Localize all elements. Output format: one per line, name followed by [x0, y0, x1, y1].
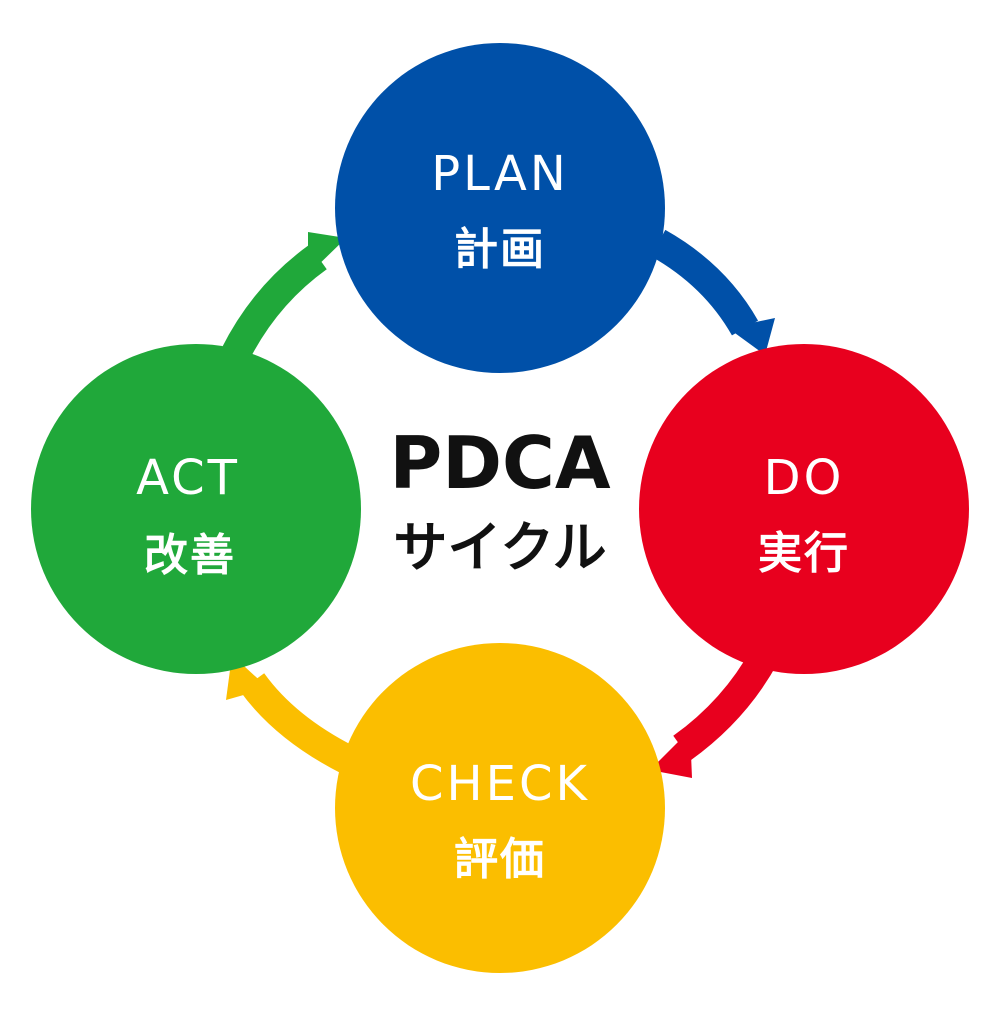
stage-plan-circle — [335, 43, 665, 373]
stage-check-circle — [335, 643, 665, 973]
stage-do-label-jp: 実行 — [758, 528, 850, 579]
arrow-do-to-check-body — [673, 647, 779, 761]
stage-do: DO 実行 — [639, 344, 969, 674]
arrow-do-to-check — [650, 647, 779, 778]
stage-plan-label-jp: 計画 — [454, 224, 546, 275]
stage-plan-label-en: PLAN — [431, 146, 569, 202]
arrow-do-to-check-head — [650, 730, 692, 778]
arrow-act-to-plan-head — [308, 232, 346, 275]
stage-check-label-jp: 評価 — [454, 834, 546, 885]
arrow-check-to-act-body — [239, 673, 355, 774]
stage-check-label-en: CHECK — [410, 756, 590, 812]
center-subtitle: サイクル — [393, 516, 606, 579]
arrow-plan-to-do-head — [728, 318, 775, 355]
stage-act: ACT 改善 — [31, 344, 361, 674]
center-title-group: PDCA サイクル — [389, 421, 610, 579]
arrow-act-to-plan — [221, 232, 346, 362]
stage-act-label-jp: 改善 — [144, 530, 236, 581]
stage-check: CHECK 評価 — [335, 643, 665, 973]
arrow-plan-to-do-body — [650, 229, 759, 336]
arrow-act-to-plan-body — [221, 244, 327, 362]
arrow-plan-to-do — [650, 229, 775, 355]
stage-act-label-en: ACT — [136, 450, 240, 506]
stage-do-label-en: DO — [764, 450, 845, 506]
stage-plan: PLAN 計画 — [335, 43, 665, 373]
stage-act-circle — [31, 344, 361, 674]
arrow-check-to-act — [226, 655, 355, 774]
stage-do-circle — [639, 344, 969, 674]
center-title: PDCA — [389, 421, 610, 505]
